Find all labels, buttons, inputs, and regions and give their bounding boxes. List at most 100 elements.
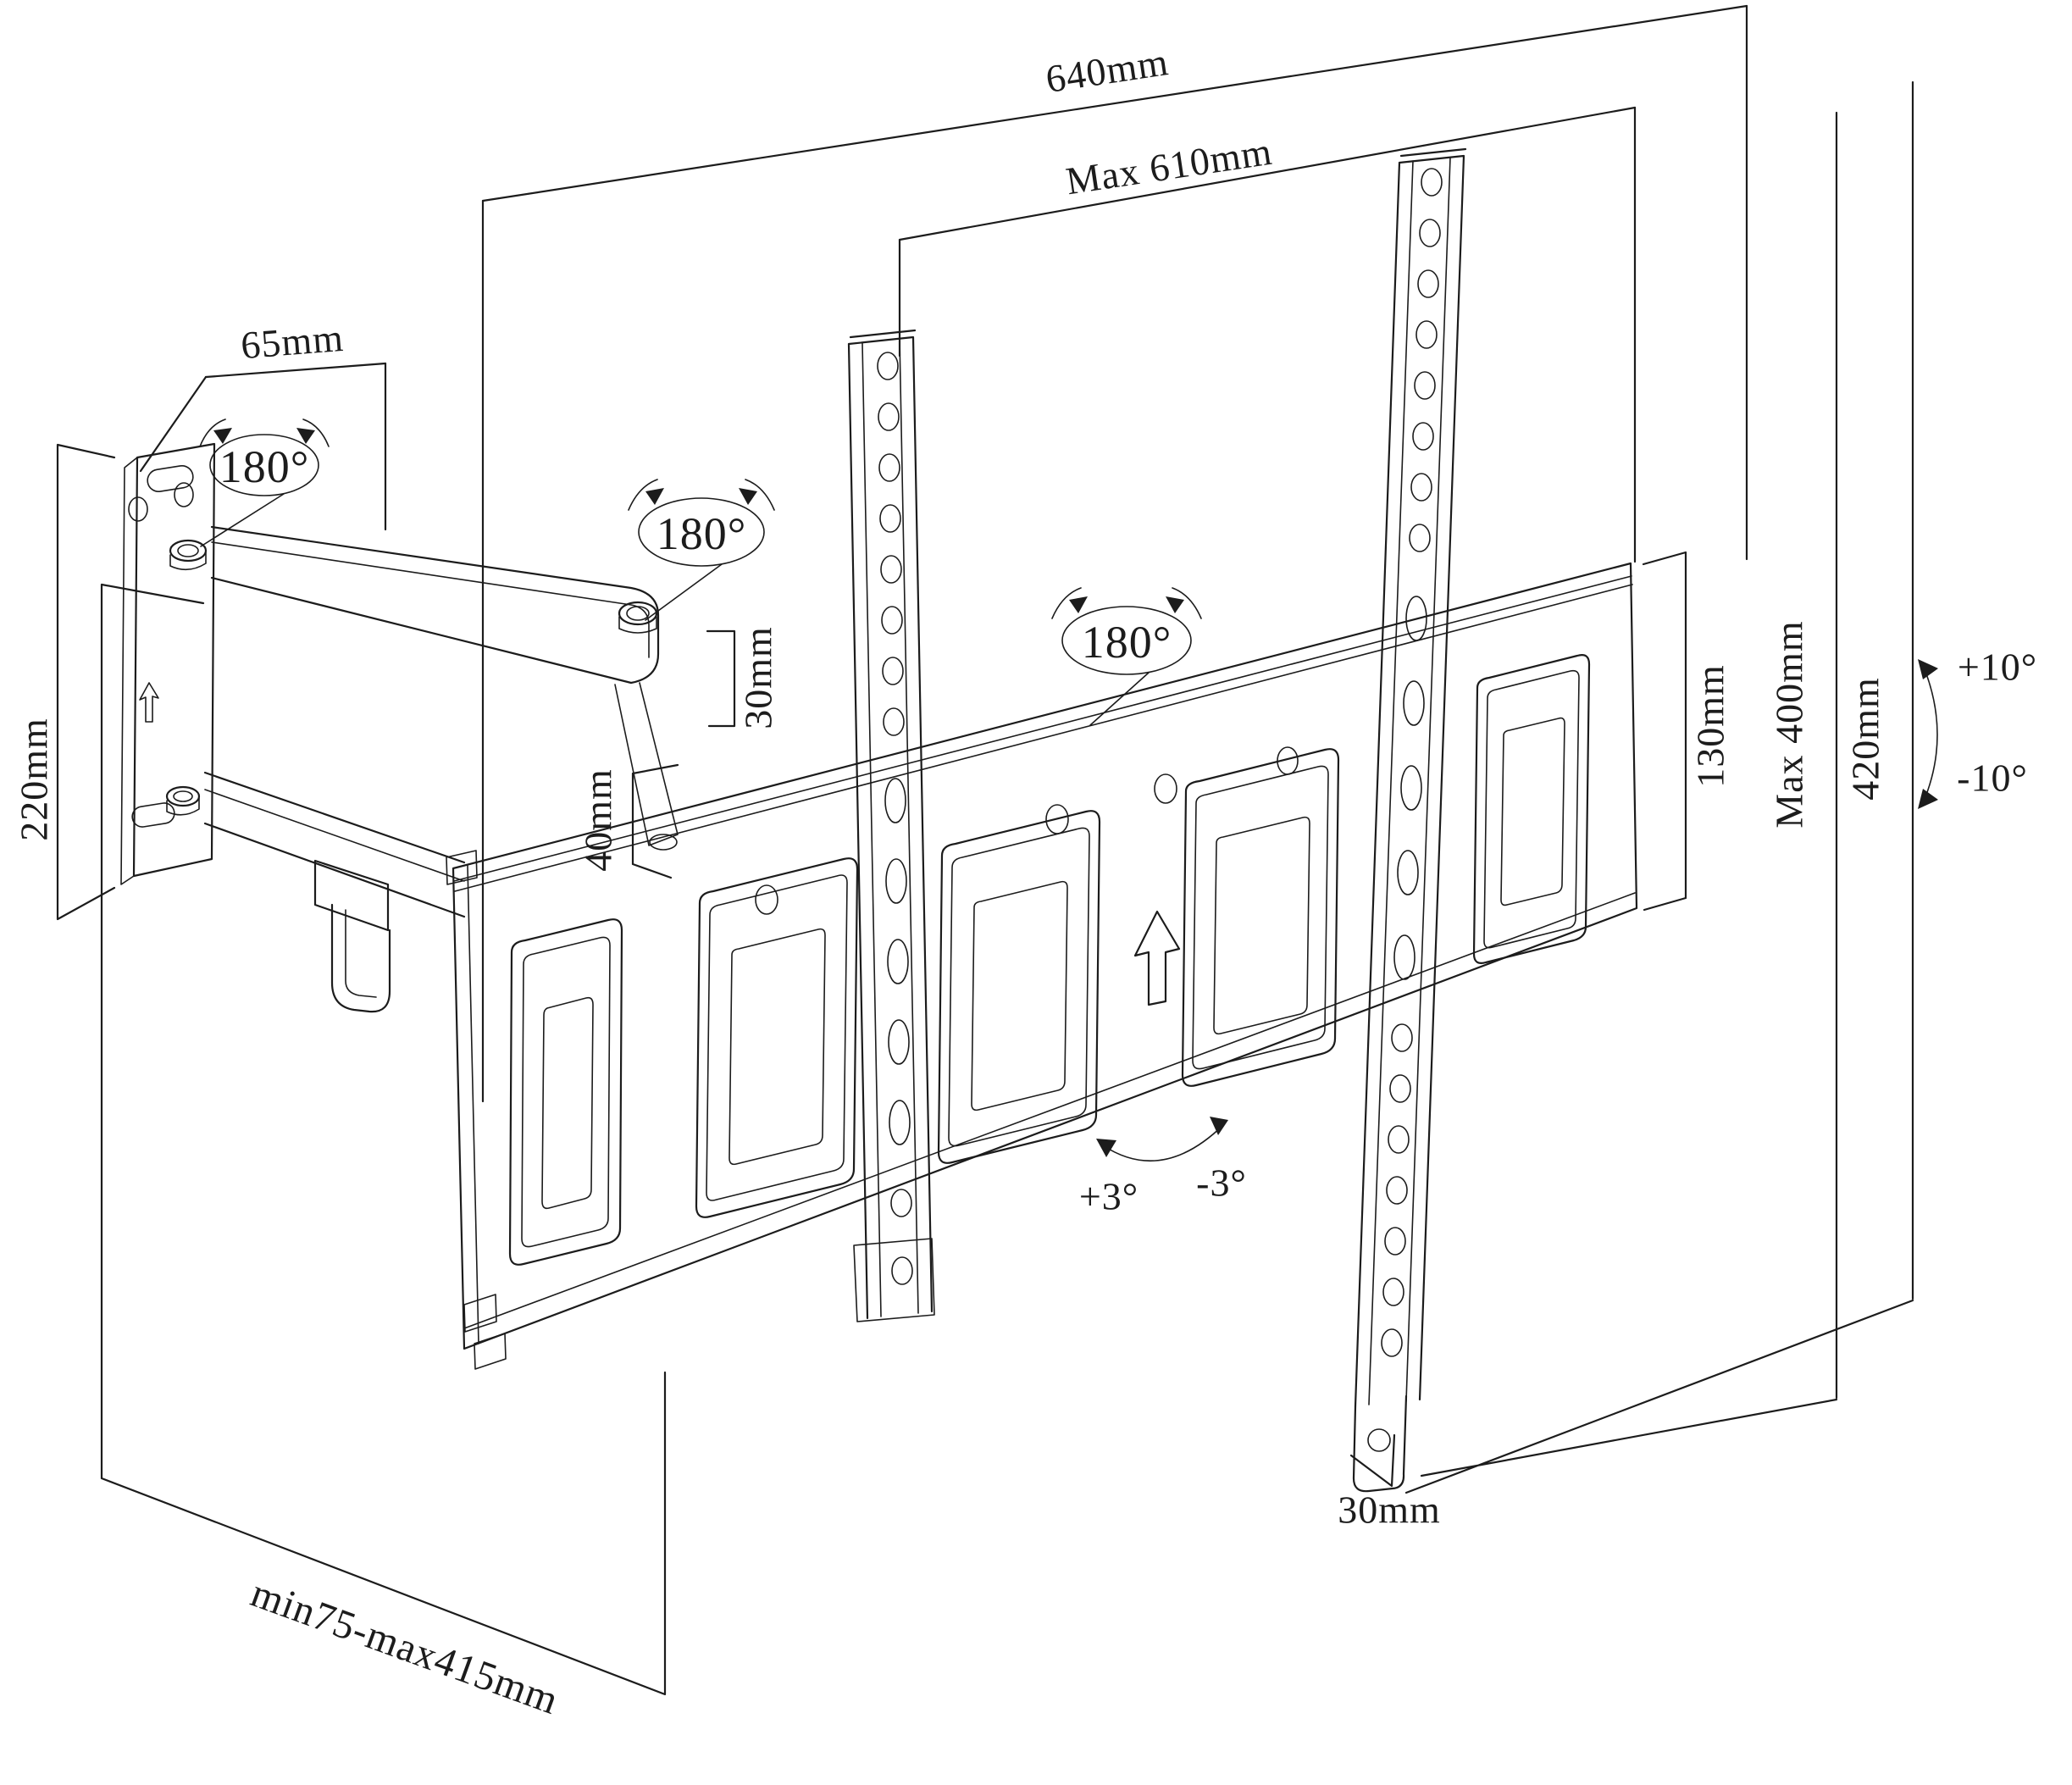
wall-plate-side [120,457,138,885]
wall-plate-bottom-slot [131,802,175,828]
level-arrow-icon [1210,1117,1228,1135]
dim-line-30-arm [706,629,736,728]
rotate-arrow-icon [296,428,315,444]
swivel-wall-arrow-arcs [199,419,330,447]
rail-hole [1421,168,1443,197]
rail-hole [1386,1176,1408,1205]
tilt-arrow-icon [1918,789,1938,809]
dim-line-220 [56,443,116,921]
up-arrow-icon [1133,910,1181,1006]
tilt-up-label: +10° [1957,645,2038,689]
dim-line-65 [204,362,387,379]
dimension-lines [56,4,1914,1696]
lower-arm-fold [204,789,465,882]
dim-30mm-bottom-label: 30mm [1338,1488,1441,1532]
hinge-barrel [169,552,207,571]
hinge-bolt [165,785,201,807]
wall-plate-face [132,442,216,878]
plate-cutout-inner [1483,669,1580,949]
tv-plate-tabs [446,850,507,1370]
dim-220mm-label: 220mm [12,718,56,841]
rail-hole [1388,1125,1410,1154]
rail-hole [878,453,900,482]
rail-slot [888,1019,910,1065]
dim-line-max610 [898,106,1637,241]
rail-hole [1410,473,1432,502]
plate-oval-hole [1154,773,1177,804]
rail-hole [1389,1074,1411,1103]
tv-plate [446,562,1638,1370]
plate-cutout [1181,748,1340,1087]
upper-arm [210,525,679,851]
level-plus-label: +3° [1078,1174,1139,1218]
hinge-bolt-head [177,544,199,557]
right-rail-foot [1352,1394,1408,1493]
dim-max400mm-label: Max 400mm [1767,620,1811,829]
rotate-arrow-icon [213,428,232,444]
plate-oval-hole [1045,804,1069,834]
plate-cutout-hole [541,996,594,1210]
dim-65mm-label: 65mm [239,315,346,368]
rotate-arrow-icon [739,488,757,505]
rail-slot [1400,765,1422,811]
plate-oval-hole [755,884,778,915]
right-rail-channels [1368,157,1451,1405]
up-arrow-icon [139,682,159,723]
rail-slot [1393,934,1415,980]
hinge-bolt [169,539,208,563]
plate-cutout-inner [1192,765,1329,1070]
lower-arm-outline [203,771,466,918]
plate-oval-hole [1277,746,1299,775]
rail-hole [877,352,899,380]
rail-hole [1409,524,1431,552]
rail-hole [881,606,903,635]
swivel-plate-ellipse [1061,606,1192,675]
cable-clip-hook-inner [345,909,377,998]
tilt-arc [1922,664,1938,804]
right-rail-outline [1354,147,1467,1408]
arm-pivot-barrel [618,616,657,634]
wall-plate-top-slot [147,465,194,492]
rail-hole [1414,371,1436,400]
hinge-bolt-head [173,790,193,802]
rail-slot [884,778,906,823]
level-arc [1102,1124,1224,1161]
rail-hole [1415,320,1438,349]
plate-cutout [937,810,1101,1164]
arm-pivot-bolt-head [626,606,650,621]
rotate-arrow-icon [645,488,664,505]
plate-cutout-hole [729,928,826,1166]
plate-cutout [695,857,859,1218]
rail-hole [1381,1328,1403,1357]
dim-line-30-bottom [1349,1433,1396,1488]
rail-hole [882,657,904,685]
left-rail-foot [853,1238,935,1322]
lower-arm [203,771,466,1013]
level-arrow-icon [1096,1139,1116,1157]
plate-cutout [508,918,623,1266]
rotate-arrow-icon [1069,596,1088,613]
rail-hole [890,1189,912,1217]
dim-line-40 [631,763,679,879]
dim-lines-extension-range [100,583,667,1696]
wall-plate-hole [128,496,148,522]
rail-slot [1397,850,1419,895]
plate-cutout-inner [521,936,611,1248]
ext-line-65-left [139,375,208,473]
rail-hole [1384,1227,1406,1256]
tilt-down-label: -10° [1957,756,2028,800]
plate-cutout [1472,654,1591,964]
rail-hole [880,555,902,584]
level-minus-label: -3° [1196,1161,1247,1205]
left-vesa-rail [847,329,935,1322]
rail-slot [1403,680,1425,726]
rail-hole [1419,219,1441,247]
rail-slot [1405,596,1427,641]
swivel-arm-ellipse [638,497,765,567]
dim-line-130 [1642,551,1687,912]
rotate-arrow-icon [1166,596,1184,613]
tilt-arrow-icon [1918,659,1938,679]
right-vesa-rail [1352,147,1467,1493]
rail-hole [1382,1278,1404,1306]
rail-hole [879,504,901,533]
